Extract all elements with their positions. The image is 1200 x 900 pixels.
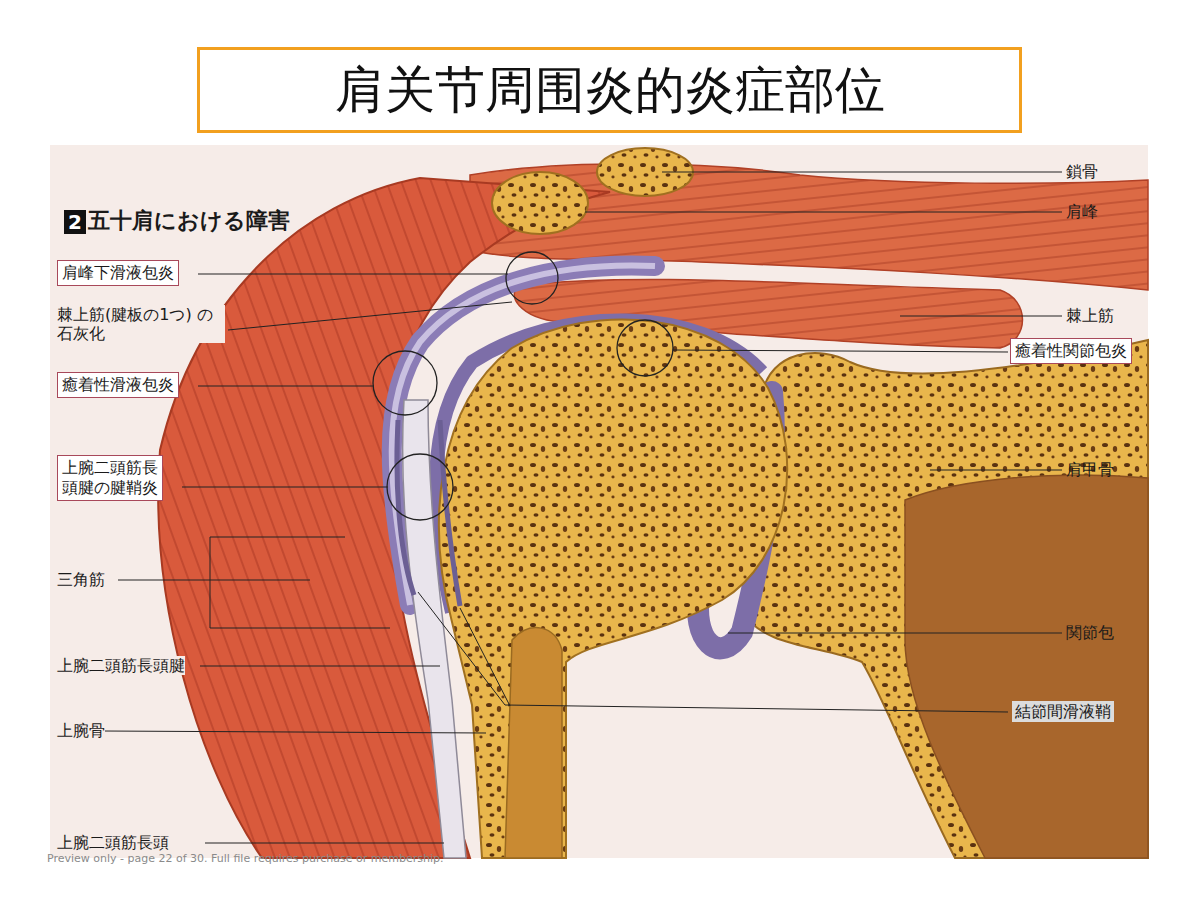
section-heading: 五十肩における障害 (88, 208, 290, 234)
finding-text: 上腕二頭筋長頭腱の腱鞘炎 (62, 458, 158, 498)
biceps-tendon (403, 400, 466, 858)
illustration-ground (50, 145, 1148, 858)
medullary-cavity (505, 628, 562, 858)
leader-lines (103, 172, 1062, 843)
finding-text: 癒着性滑液包炎 (62, 375, 174, 395)
lesion-circles (373, 252, 673, 520)
title-text: 肩关节周围炎的炎症部位 (335, 57, 885, 124)
finding-box: 肩峰下滑液包炎 (57, 260, 179, 286)
part-label: 三角筋 (57, 570, 105, 589)
part-label: 関節包 (1066, 623, 1114, 642)
part-label: 上腕二頭筋長頭腱 (57, 656, 185, 675)
finding-box: 癒着性滑液包炎 (57, 372, 179, 398)
section-number: 2 (64, 210, 86, 234)
part-label: 肩峰 (1066, 202, 1098, 221)
part-label: 棘上筋 (1066, 306, 1114, 325)
finding-label: 棘上筋(腱板の1つ) の石灰化 (57, 305, 225, 343)
finding-text: 肩峰下滑液包炎 (62, 263, 174, 283)
title-box: 肩关节周围炎的炎症部位 (197, 47, 1022, 133)
scapula-bone (742, 340, 1148, 858)
acromion-bone (492, 172, 588, 234)
part-label: 結節間滑液鞘 (1012, 701, 1114, 722)
scapula-shade (905, 475, 1148, 858)
finding-box: 癒着性関節包炎 (1010, 338, 1132, 364)
part-label: 上腕二頭筋長頭 (57, 833, 169, 852)
finding-text: 癒着性関節包炎 (1015, 341, 1127, 361)
part-label: 鎖骨 (1066, 162, 1098, 181)
humerus-bone (439, 319, 787, 858)
part-label: 上腕骨 (57, 721, 105, 740)
part-label: 肩甲骨 (1066, 460, 1114, 479)
tendon-sheath (397, 420, 460, 606)
finding-box: 上腕二頭筋長頭腱の腱鞘炎 (57, 455, 163, 501)
footer-note: Preview only - page 22 of 30. Full file … (47, 852, 443, 865)
